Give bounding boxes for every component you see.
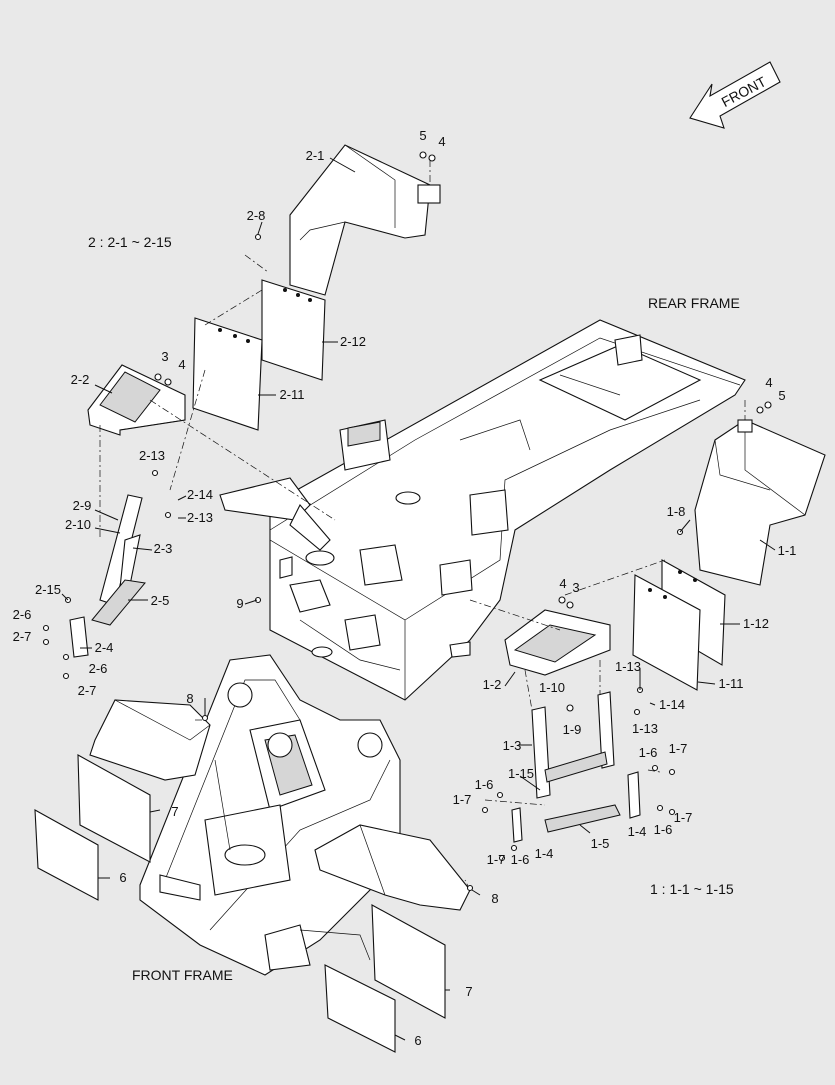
step-ladder-right <box>531 691 615 799</box>
callout: 1-7 <box>669 741 688 756</box>
mud-flap-2-12 <box>261 279 326 381</box>
bolts <box>42 151 772 892</box>
step-platform-left <box>87 364 186 436</box>
note-rear-frame: REAR FRAME <box>648 295 740 311</box>
callout: 1-13 <box>615 659 641 674</box>
callout: 1-1 <box>778 543 797 558</box>
step-tread-right <box>544 804 621 833</box>
callout: 1-8 <box>667 504 686 519</box>
callout: 2-8 <box>247 208 266 223</box>
callout: 1-11 <box>718 676 743 691</box>
assembly-lines <box>99 160 746 891</box>
callout: 1-6 <box>475 777 494 792</box>
callout: 2-7 <box>78 683 97 698</box>
mud-flap-2-11 <box>192 317 263 431</box>
callout: 1-3 <box>503 738 522 753</box>
callout: 1-6 <box>654 822 673 837</box>
callout: 2-1 <box>306 148 325 163</box>
callout: 2-12 <box>340 334 366 349</box>
note-group-2: 2 : 2-1 ~ 2-15 <box>88 234 172 250</box>
callout: 1-7 <box>487 852 506 867</box>
callout: 2-13 <box>187 510 213 525</box>
callout: 2-14 <box>187 487 213 502</box>
callout: 1-4 <box>535 846 554 861</box>
front-flap-7-right <box>371 904 446 1019</box>
callout: 1-15 <box>508 766 534 781</box>
note-front-frame: FRONT FRAME <box>132 967 233 983</box>
callout: 5 <box>778 388 785 403</box>
callout: 1-12 <box>743 616 769 631</box>
callout: 4 <box>438 134 445 149</box>
step-plates-right <box>511 771 641 843</box>
callout: 1-7 <box>674 810 693 825</box>
callout: 2-15 <box>35 582 61 597</box>
callout: 8 <box>186 691 193 706</box>
callout: 8 <box>491 891 498 906</box>
callout: 9 <box>236 596 243 611</box>
callout: 1-7 <box>453 792 472 807</box>
callout: 1-2 <box>483 677 502 692</box>
callout: 2-2 <box>71 372 90 387</box>
callout: 1-14 <box>659 697 685 712</box>
front-fender-left <box>89 699 211 781</box>
callout: 1-10 <box>539 680 565 695</box>
callout: 2-7 <box>13 629 32 644</box>
callout: 2-10 <box>65 517 91 532</box>
rear-fender-right <box>694 419 826 586</box>
callout: 2-4 <box>95 640 114 655</box>
leader-lines <box>61 157 776 1041</box>
callout: 2-6 <box>13 607 32 622</box>
note-group-1: 1 : 1-1 ~ 1-15 <box>650 881 734 897</box>
callouts: 5 4 2-1 2-8 2-12 2-11 2-2 3 4 2-13 2-14 … <box>13 128 797 1048</box>
callout: 5 <box>419 128 426 143</box>
callout: 3 <box>572 580 579 595</box>
callout: 1-5 <box>591 836 610 851</box>
callout: 6 <box>414 1033 421 1048</box>
step-plate-left <box>69 616 89 658</box>
step-platform-right <box>504 609 611 676</box>
callout: 3 <box>161 349 168 364</box>
callout: 1-6 <box>511 852 530 867</box>
callout: 1-4 <box>628 824 647 839</box>
front-flap-6-left <box>34 809 99 901</box>
callout: 2-9 <box>73 498 92 513</box>
rear-frame <box>219 319 746 701</box>
callout: 7 <box>171 804 178 819</box>
front-arrow: FRONT <box>689 61 781 129</box>
callout: 2-3 <box>154 541 173 556</box>
callout: 4 <box>178 357 185 372</box>
rear-fender-left <box>289 144 441 296</box>
callout: 1-13 <box>632 721 658 736</box>
front-flap-6-right <box>324 964 396 1053</box>
callout: 4 <box>765 375 772 390</box>
callout: 6 <box>119 870 126 885</box>
front-flap-7-left <box>77 754 151 863</box>
front-frame <box>139 654 401 976</box>
callout: 2-6 <box>89 661 108 676</box>
callout: 2-13 <box>139 448 165 463</box>
callout: 2-11 <box>279 387 304 402</box>
callout: 7 <box>465 984 472 999</box>
front-fender-right <box>314 824 471 911</box>
callout: 1-6 <box>639 745 658 760</box>
step-tread-left <box>91 579 146 626</box>
callout: 2-5 <box>151 593 170 608</box>
mud-flap-1-11 <box>632 574 701 691</box>
callout: 4 <box>559 576 566 591</box>
callout: 1-9 <box>563 722 582 737</box>
